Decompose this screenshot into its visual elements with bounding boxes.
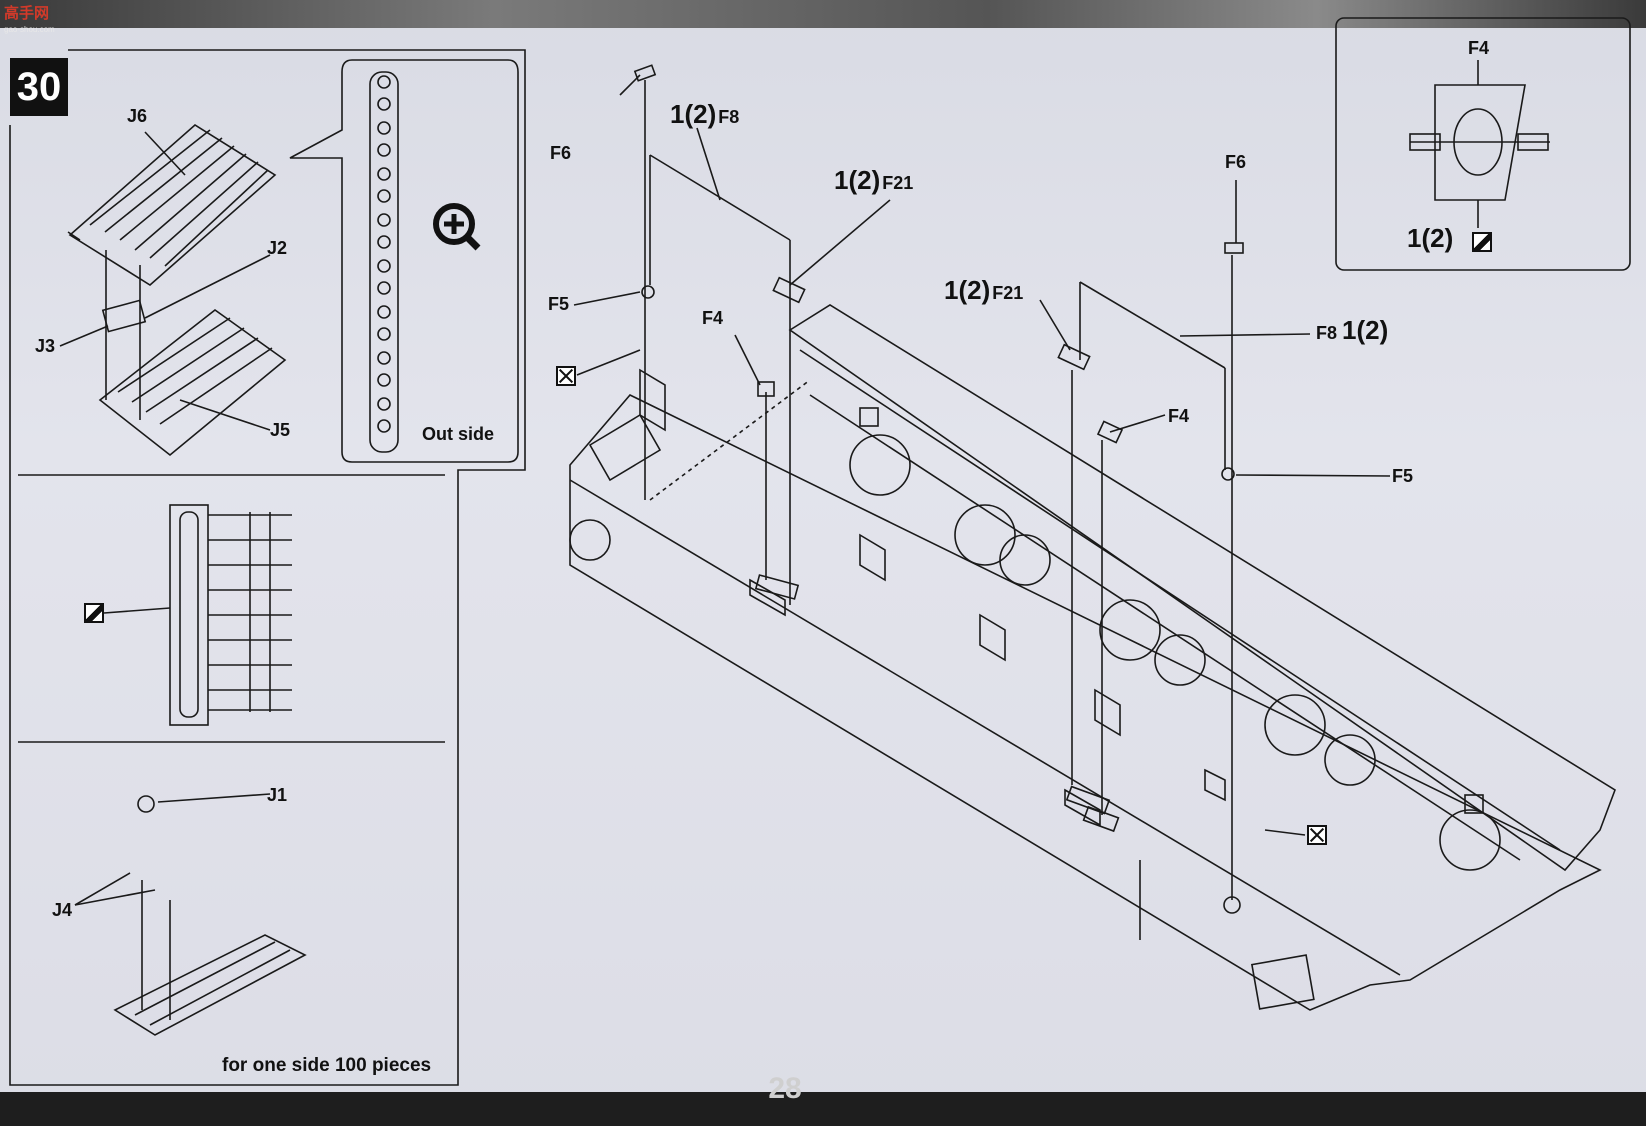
label-f4-right: F4 — [1168, 406, 1190, 426]
label-f21-left: 1(2)F21 — [834, 167, 914, 193]
part-f21-left: F21 — [882, 173, 914, 193]
track-strip-closeup — [369, 71, 399, 453]
label-j2: J2 — [267, 238, 288, 258]
tow-cable-left — [633, 64, 806, 605]
leader-j1 — [157, 793, 271, 803]
label-f8-right: F8 1(2) — [1314, 317, 1388, 343]
detail-qty-value: 1(2) — [1407, 223, 1454, 253]
detail-qty: 1(2) — [1407, 225, 1453, 251]
sprue-frame — [169, 504, 292, 726]
track-section-j6 — [67, 124, 277, 286]
leader-f5-left — [573, 291, 641, 306]
zoom-in-icon — [430, 200, 482, 252]
qty-f8-left: 1(2) — [670, 99, 717, 129]
leader-f5-right — [1235, 474, 1391, 477]
glue-icon — [1472, 232, 1492, 252]
hull-details — [588, 368, 1484, 827]
remove-icon — [1307, 825, 1327, 845]
page-top-edge — [0, 0, 1646, 28]
label-f6-left: F6 — [550, 143, 572, 163]
leader-f6-left — [619, 74, 641, 96]
road-wheels — [849, 434, 1501, 871]
pieces-note: for one side 100 pieces — [222, 1055, 432, 1076]
track-run — [788, 304, 1616, 872]
leader-j4b — [74, 889, 156, 906]
qty-f21-left: 1(2) — [834, 165, 881, 195]
label-f6-right: F6 — [1225, 152, 1247, 172]
tow-cable-right — [1057, 242, 1244, 914]
zoom-bubble — [289, 59, 519, 463]
label-f5-left: F5 — [548, 294, 570, 314]
remove-icon — [556, 366, 576, 386]
leader-j4a — [74, 872, 131, 906]
watermark-logo: 高手网 gao-shou.com — [4, 6, 55, 38]
left-panel-frame — [9, 49, 526, 1086]
track-links-closeup — [377, 75, 391, 433]
leader-f8 — [696, 127, 721, 201]
leader-j5 — [179, 399, 271, 431]
qty-f8-right: 1(2) — [1342, 315, 1389, 345]
leader-j3 — [59, 325, 109, 347]
leader-f4-left — [734, 334, 761, 386]
watermark-title: 高手网 — [4, 5, 50, 22]
label-f21-right: 1(2)F21 — [944, 277, 1024, 303]
part-f21-right: F21 — [992, 283, 1024, 303]
part-f8-left: F8 — [718, 107, 740, 127]
detail-label-f4: F4 — [1468, 38, 1490, 58]
leader-j2 — [144, 254, 271, 319]
leader-remove-left — [576, 349, 641, 376]
zoom-caption: Out side — [422, 424, 495, 444]
glue-icon — [84, 603, 104, 623]
label-j3: J3 — [35, 336, 56, 356]
qty-f21-right: 1(2) — [944, 275, 991, 305]
leader-remove-right — [1264, 829, 1306, 836]
label-f8-left: 1(2)F8 — [670, 101, 740, 127]
track-section-j5 — [98, 299, 287, 457]
label-j6: J6 — [127, 106, 148, 126]
label-f5-right: F5 — [1392, 466, 1414, 486]
part-f8-right: F8 — [1316, 323, 1338, 343]
dashed-guide — [649, 379, 811, 501]
label-j4: J4 — [52, 900, 73, 920]
detail-f4-part — [1409, 60, 1550, 228]
watermark-subtitle: gao-shou.com — [4, 25, 55, 34]
label-j1: J1 — [267, 785, 288, 805]
track-assembly-j4 — [113, 795, 307, 1036]
label-j5: J5 — [270, 420, 291, 440]
leader-f21-left — [789, 199, 891, 286]
leader-f8-right — [1179, 333, 1311, 337]
step-number-badge: 30 — [10, 58, 68, 116]
leader-j6 — [144, 131, 186, 176]
hull — [569, 394, 1602, 1011]
detail-box-frame — [1335, 17, 1631, 271]
leader-f4-right — [1109, 414, 1166, 433]
page-number: 28 — [768, 1072, 802, 1105]
leader-sprue — [103, 607, 171, 614]
page-bottom-edge — [0, 1092, 1646, 1126]
leader-f21-right — [1039, 299, 1071, 351]
label-f4-left: F4 — [702, 308, 724, 328]
